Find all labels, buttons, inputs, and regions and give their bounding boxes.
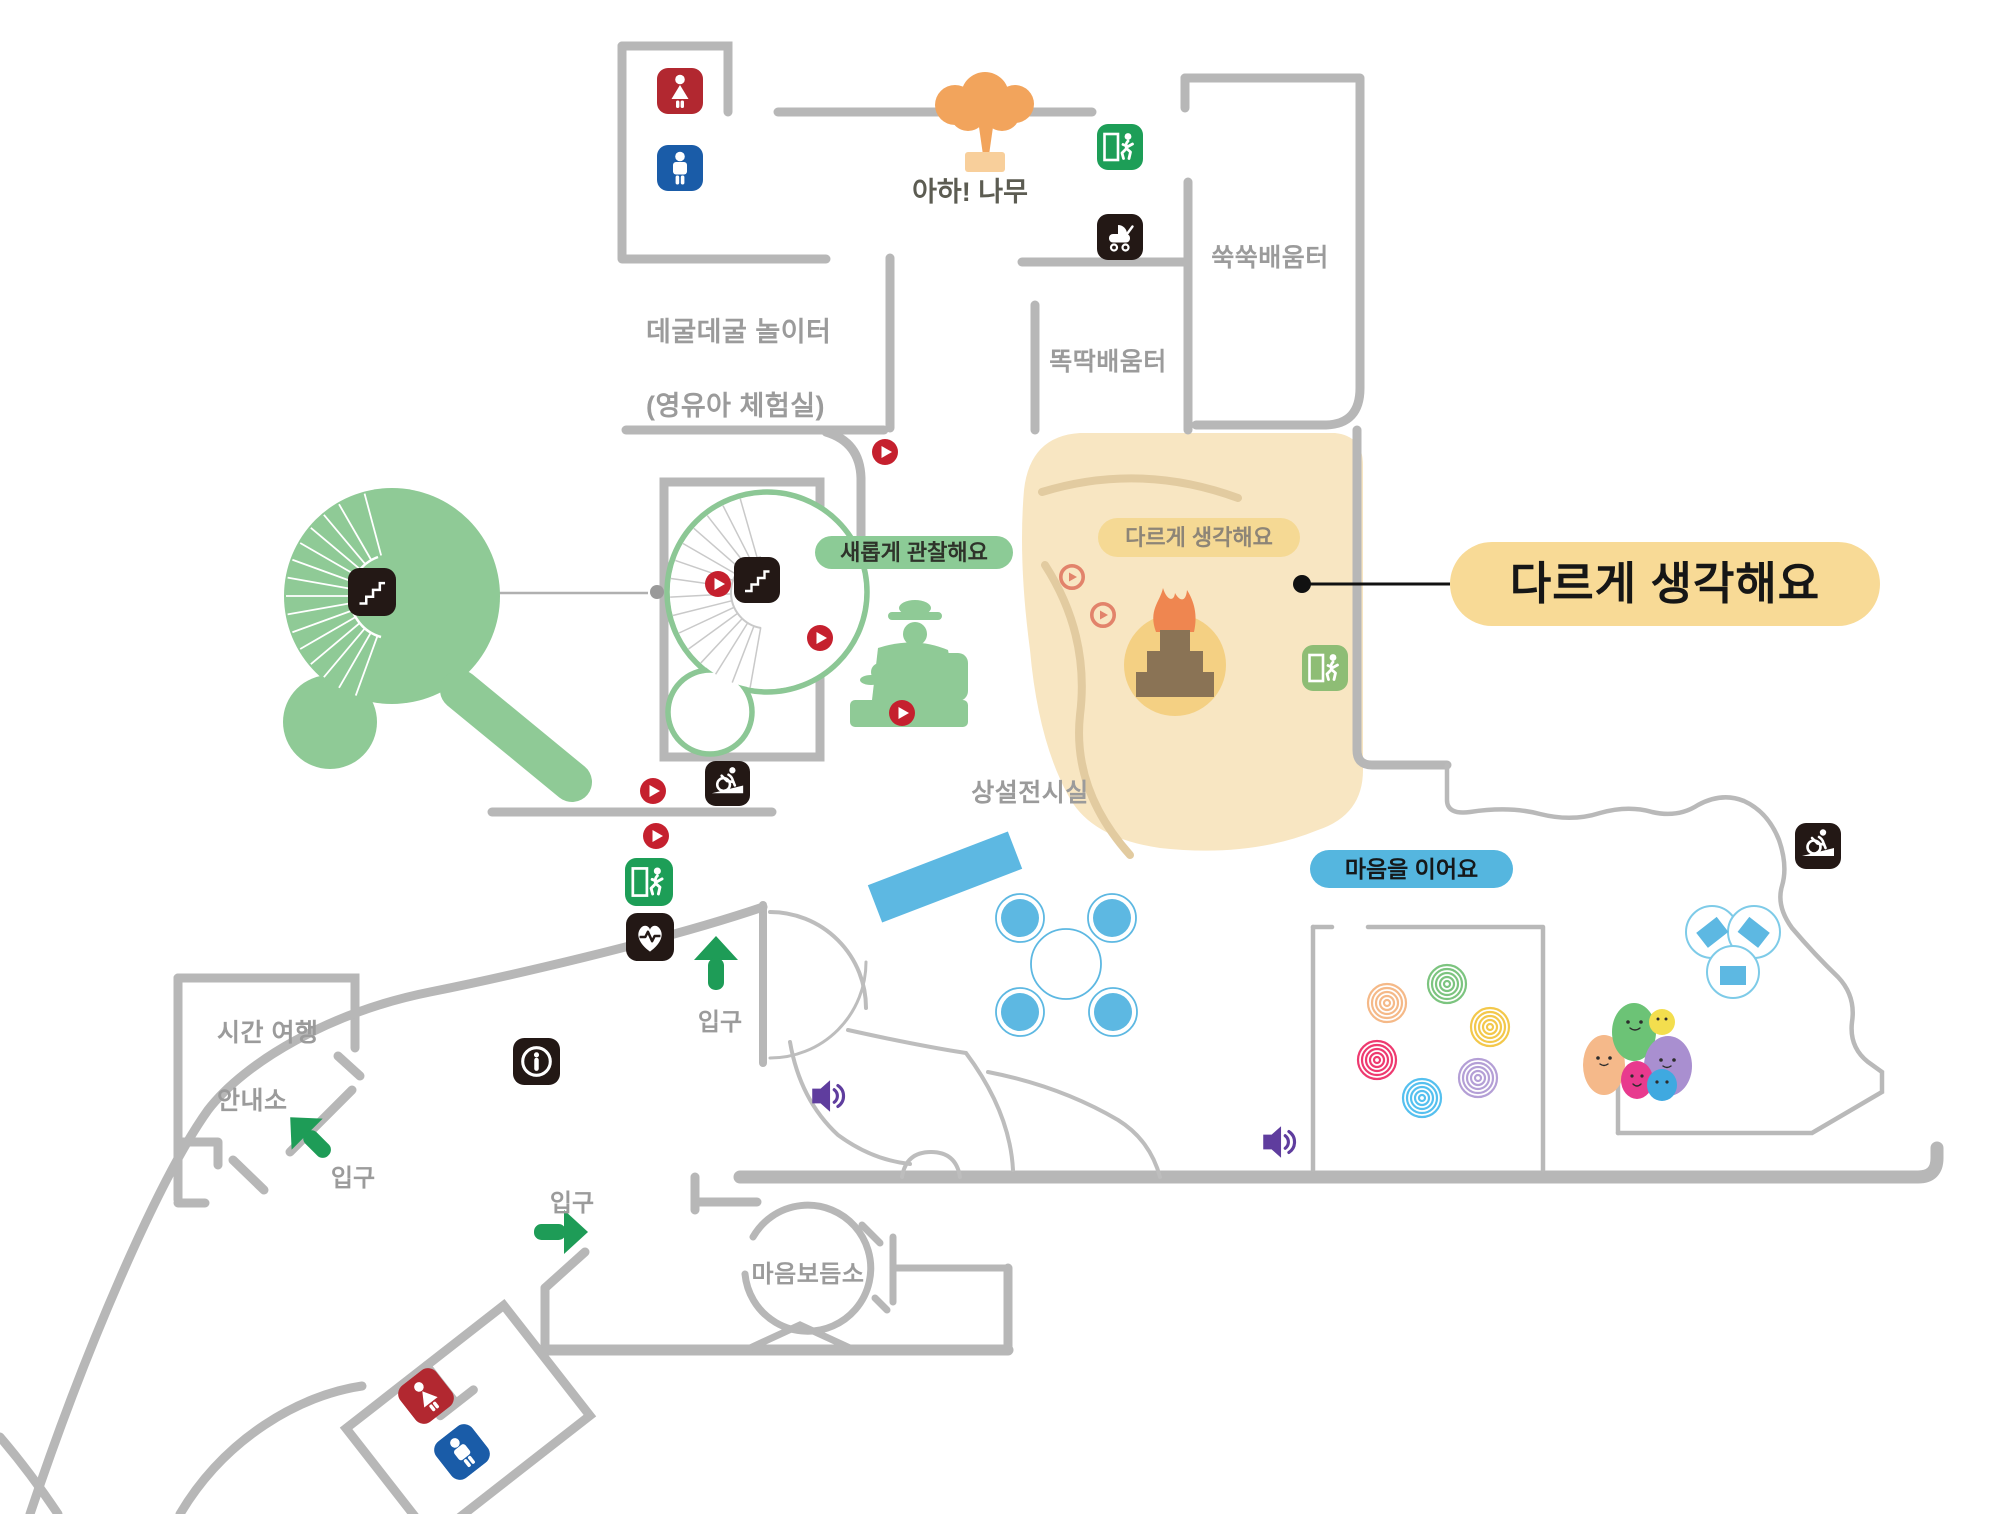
nursing-room-walls [339,1298,597,1514]
rope-spirals [1356,963,1511,1119]
maeum-bodeumso-walls [741,1201,1012,1352]
emergency-exit-icon [1097,124,1143,170]
statue-silhouette [850,600,968,727]
stairs-icon [348,568,396,616]
aed-icon [626,913,674,961]
entrance-label: 입구 [697,1009,743,1036]
room-label-maeum-bodeumso: 마음보듬소 [751,1261,865,1288]
think-zone-callout: 다르게 생각해요 [1450,542,1880,626]
round-table-seats [995,893,1138,1037]
wheelchair-accessible-icon [1795,823,1841,869]
bonfire-icon [1124,588,1226,716]
wheelchair-accessible-icon [705,761,750,806]
men-restroom-icon [657,145,703,191]
plush-characters [1583,1003,1692,1101]
aha-tree-icon [935,72,1034,172]
zone-badge-connect: 마음을 이어요 [1310,850,1513,888]
women-restroom-icon [657,68,703,114]
audio-play-icon [643,823,669,849]
right-room-walls [1310,762,1885,1173]
stroller-icon [1097,214,1143,260]
zone-badge-think: 다르게 생각해요 [1098,518,1300,557]
walls [0,41,1944,1514]
women-restroom-icon [393,1363,459,1429]
green-stairs-area [283,488,664,802]
trefoil-seats [1685,905,1781,999]
audio-play-icon [889,700,915,726]
aha-tree-label: 아하! 나무 [912,177,1028,207]
audio-play-icon [705,571,731,597]
room-label-permanent-hall: 상설전시실 [971,779,1089,807]
entrance-label: 입구 [549,1190,595,1217]
room-label-ssukssuk: 쑥쑥배움터 [1211,244,1329,272]
emergency-exit-icon [1302,645,1348,691]
speaker-icon [1261,1124,1297,1160]
entrance-arrow-icon [694,936,738,990]
slide-shape [867,831,1023,923]
observe-spiral-area [664,489,870,757]
room-label-ttokttak: 똑딱배움터 [1049,348,1167,376]
stairs-icon [734,557,780,603]
audio-play-icon [640,778,666,804]
interior-partitions [768,910,1162,1179]
men-restroom-icon [429,1419,495,1485]
audio-play-icon [872,439,898,465]
audio-play-icon [807,625,833,651]
room-label-degul: 데굴데굴 놀이터 (영유아 체험실) [646,317,832,421]
callout-connector [1293,575,1450,593]
room-label-time-travel: 시간 여행 안내소 [217,1019,319,1115]
speaker-icon [810,1078,846,1114]
entrance-label: 입구 [330,1165,376,1192]
zone-badge-observe: 새롭게 관찰해요 [815,536,1013,569]
information-icon [513,1038,560,1085]
spiral-staircase-lines [286,493,382,696]
emergency-exit-icon [625,858,673,906]
